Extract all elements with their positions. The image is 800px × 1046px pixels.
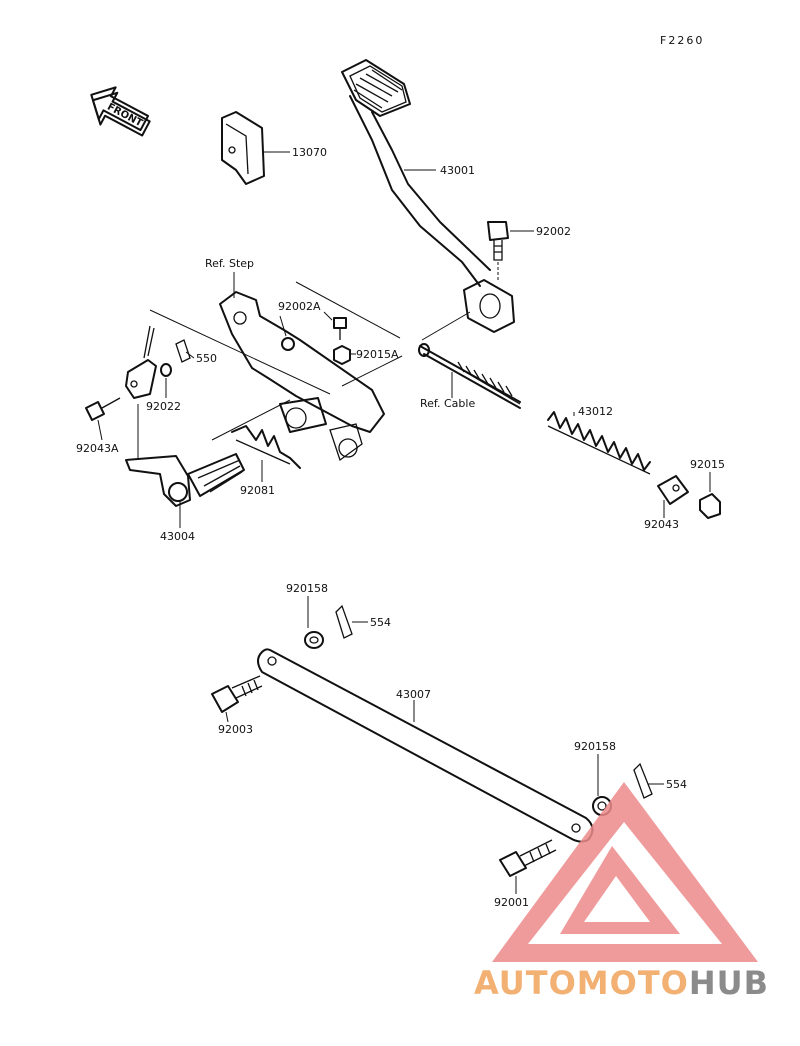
spring-92081 (231, 425, 301, 469)
bolt-92001 (499, 839, 557, 877)
label-920158-top: 920158 (286, 582, 328, 595)
ref-cable-label: Ref. Cable (420, 397, 475, 410)
bolt-92003 (211, 675, 263, 713)
washer-92022 (160, 363, 172, 377)
figure-code: F2260 (660, 34, 704, 47)
label-43004: 43004 (160, 530, 195, 543)
bolt-92002A (333, 317, 347, 340)
label-43007: 43007 (396, 688, 431, 701)
cotter-pin-554-bottom (633, 762, 653, 799)
ref-step-label: Ref. Step (205, 257, 254, 270)
label-43001: 43001 (440, 164, 475, 177)
label-554-top: 554 (370, 616, 391, 629)
pin-92043A (85, 397, 121, 421)
label-92015A: 92015A (356, 348, 399, 361)
rod-43007 (257, 648, 594, 843)
label-92001: 92001 (494, 896, 529, 909)
ref-cable-rod (418, 343, 521, 409)
ref-step-bracket (219, 291, 385, 462)
watermark-part2: HUB (689, 964, 769, 1002)
front-arrow-icon: FRONT (90, 86, 151, 137)
washer-920158-top (304, 631, 324, 649)
label-92002A: 92002A (278, 300, 321, 313)
label-92002: 92002 (536, 225, 571, 238)
label-92015: 92015 (690, 458, 725, 471)
brake-pedal-43001 (341, 59, 515, 333)
label-92022: 92022 (146, 400, 181, 413)
nut-92015 (699, 493, 721, 519)
cotter-pin-554-top (335, 604, 353, 639)
adjuster-92043 (657, 475, 689, 505)
label-92043A: 92043A (76, 442, 119, 455)
label-92043: 92043 (644, 518, 679, 531)
nut-92015A (333, 345, 351, 365)
label-550: 550 (196, 352, 217, 365)
label-43012: 43012 (578, 405, 613, 418)
bolt-92002 (487, 221, 509, 282)
watermark-part1: AUTOMOTO (474, 964, 689, 1002)
brake-lever-43004 (125, 453, 245, 507)
label-920158-bottom: 920158 (574, 740, 616, 753)
label-92081: 92081 (240, 484, 275, 497)
spring-43012 (547, 411, 651, 475)
automotohub-watermark-logo: AUTOMOTOHUB (474, 782, 769, 1002)
label-13070: 13070 (292, 146, 327, 159)
part-13070-bracket (221, 111, 265, 185)
cotter-pin-550 (175, 339, 191, 363)
label-554-bottom: 554 (666, 778, 687, 791)
label-92003: 92003 (218, 723, 253, 736)
svg-text:AUTOMOTOHUB: AUTOMOTOHUB (474, 964, 769, 1002)
clevis-linkage (125, 325, 157, 399)
